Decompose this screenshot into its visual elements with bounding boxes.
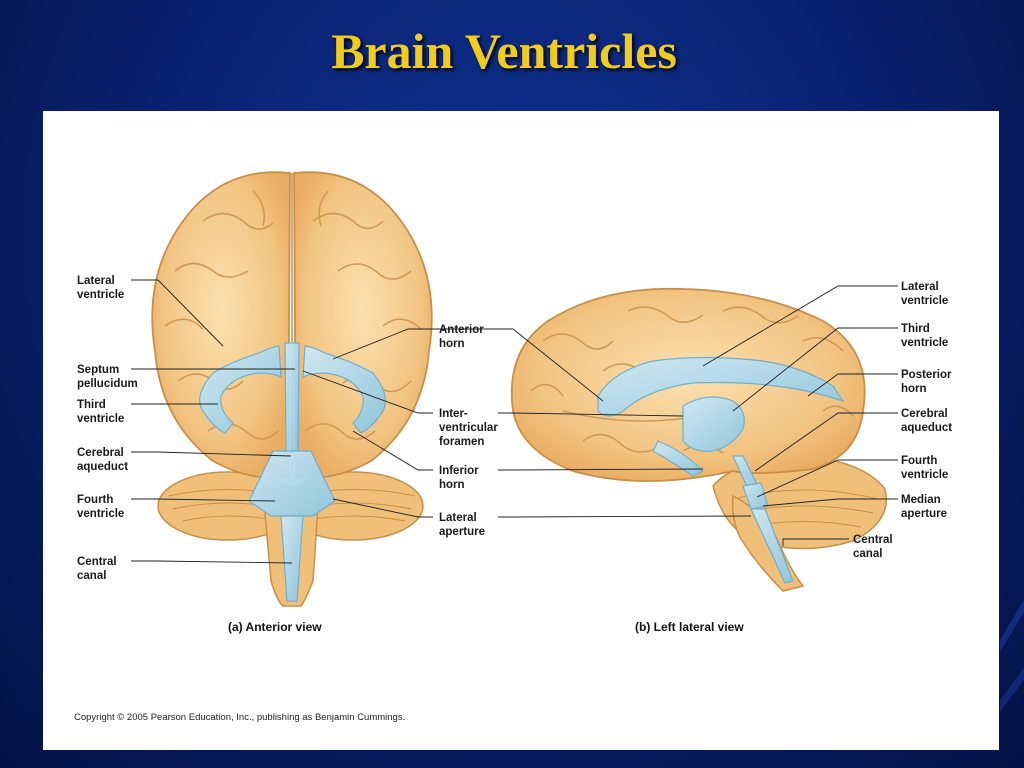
label-interventricular-foramen: Inter- ventricular foramen	[439, 408, 498, 448]
label-cerebral-aqueduct-anterior: Cerebral aqueduct	[77, 447, 129, 473]
label-third-ventricle-lateral: Third ventricle	[901, 323, 949, 349]
label-central-canal-anterior: Central canal	[77, 556, 117, 582]
label-anterior-horn: Anterior horn	[439, 324, 484, 350]
label-septum-pellucidum: Septum pellucidum	[77, 364, 138, 390]
slide-title: Brain Ventricles	[331, 23, 677, 79]
label-lateral-aperture: Lateral aperture	[439, 512, 486, 538]
label-fourth-ventricle-lateral: Fourth ventricle	[901, 455, 949, 481]
label-third-ventricle-anterior: Third ventricle	[77, 399, 125, 425]
label-posterior-horn: Posterior horn	[901, 369, 952, 395]
label-median-aperture: Median aperture	[901, 494, 948, 520]
lateral-brain	[510, 287, 887, 592]
ventricles-illustration	[131, 171, 898, 607]
label-central-canal-lateral: Central canal	[853, 534, 893, 560]
caption-anterior-view: (a) Anterior view	[228, 620, 322, 634]
label-inferior-horn: Inferior horn	[439, 465, 479, 491]
copyright-notice: Copyright © 2005 Pearson Education, Inc.…	[74, 712, 406, 723]
figure-panel: Lateral ventricle Septum pellucidum Thir…	[43, 111, 999, 750]
label-fourth-ventricle-anterior: Fourth ventricle	[77, 494, 125, 520]
label-cerebral-aqueduct-lateral: Cerebral aqueduct	[901, 408, 953, 434]
anterior-brain	[151, 171, 433, 607]
label-lateral-ventricle-anterior: Lateral ventricle	[77, 275, 125, 301]
label-lateral-ventricle-lateral: Lateral ventricle	[901, 281, 949, 307]
caption-left-lateral-view: (b) Left lateral view	[635, 620, 744, 634]
